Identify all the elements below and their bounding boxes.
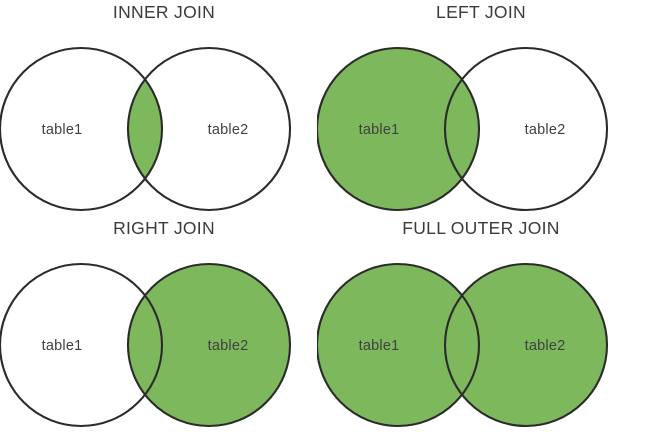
venn-svg-left-join: table1 table2 [317,46,609,212]
circle-outline-left-left-join [317,46,481,212]
venn-panel-inner-join: INNER JOIN table1 table2 [0,0,328,220]
region-right-only-right-join [128,264,290,426]
region-right-only-left-join [445,48,607,210]
label-table1-full-outer-join: table1 [359,338,400,354]
panel-title-left-join: LEFT JOIN [436,2,526,22]
label-table2-inner-join: table2 [208,122,249,138]
circle-outline-right-inner-join [126,46,292,212]
venn-svg-right-join: table1 table2 [0,262,292,428]
label-table2-left-join: table2 [525,122,566,138]
region-right-only-inner-join [128,48,290,210]
panel-title-inner-join: INNER JOIN [112,2,216,22]
venn-panel-left-join: LEFT JOIN table1 table2 [317,0,645,220]
label-table1-inner-join: table1 [42,122,83,138]
venn-panel-right-join: RIGHT JOIN table1 table2 [0,216,328,436]
venn-panel-full-outer-join: FULL OUTER JOIN table1 table2 [317,216,645,436]
venn-svg-inner-join: table1 table2 [0,46,292,212]
label-table2-right-join: table2 [208,338,249,354]
region-left-only-inner-join [0,48,162,210]
circle-outline-left-full-outer-join [317,262,481,428]
circle-outline-right-left-join [443,46,609,212]
panel-title-right-join: RIGHT JOIN [113,218,215,238]
label-table1-right-join: table1 [42,338,83,354]
region-left-only-right-join [0,264,162,426]
venn-svg-full-outer-join: table1 table2 [317,262,609,428]
circle-outline-right-right-join [126,262,292,428]
panel-title-full-outer-join: FULL OUTER JOIN [402,218,560,238]
region-right-only-full-outer-join [445,264,607,426]
region-left-only-left-join [317,48,479,210]
circle-outline-left-right-join [0,262,164,428]
region-left-only-full-outer-join [317,264,479,426]
circle-outline-left-inner-join [0,46,164,212]
label-table1-left-join: table1 [359,122,400,138]
label-table2-full-outer-join: table2 [525,338,566,354]
circle-outline-right-full-outer-join [443,262,609,428]
